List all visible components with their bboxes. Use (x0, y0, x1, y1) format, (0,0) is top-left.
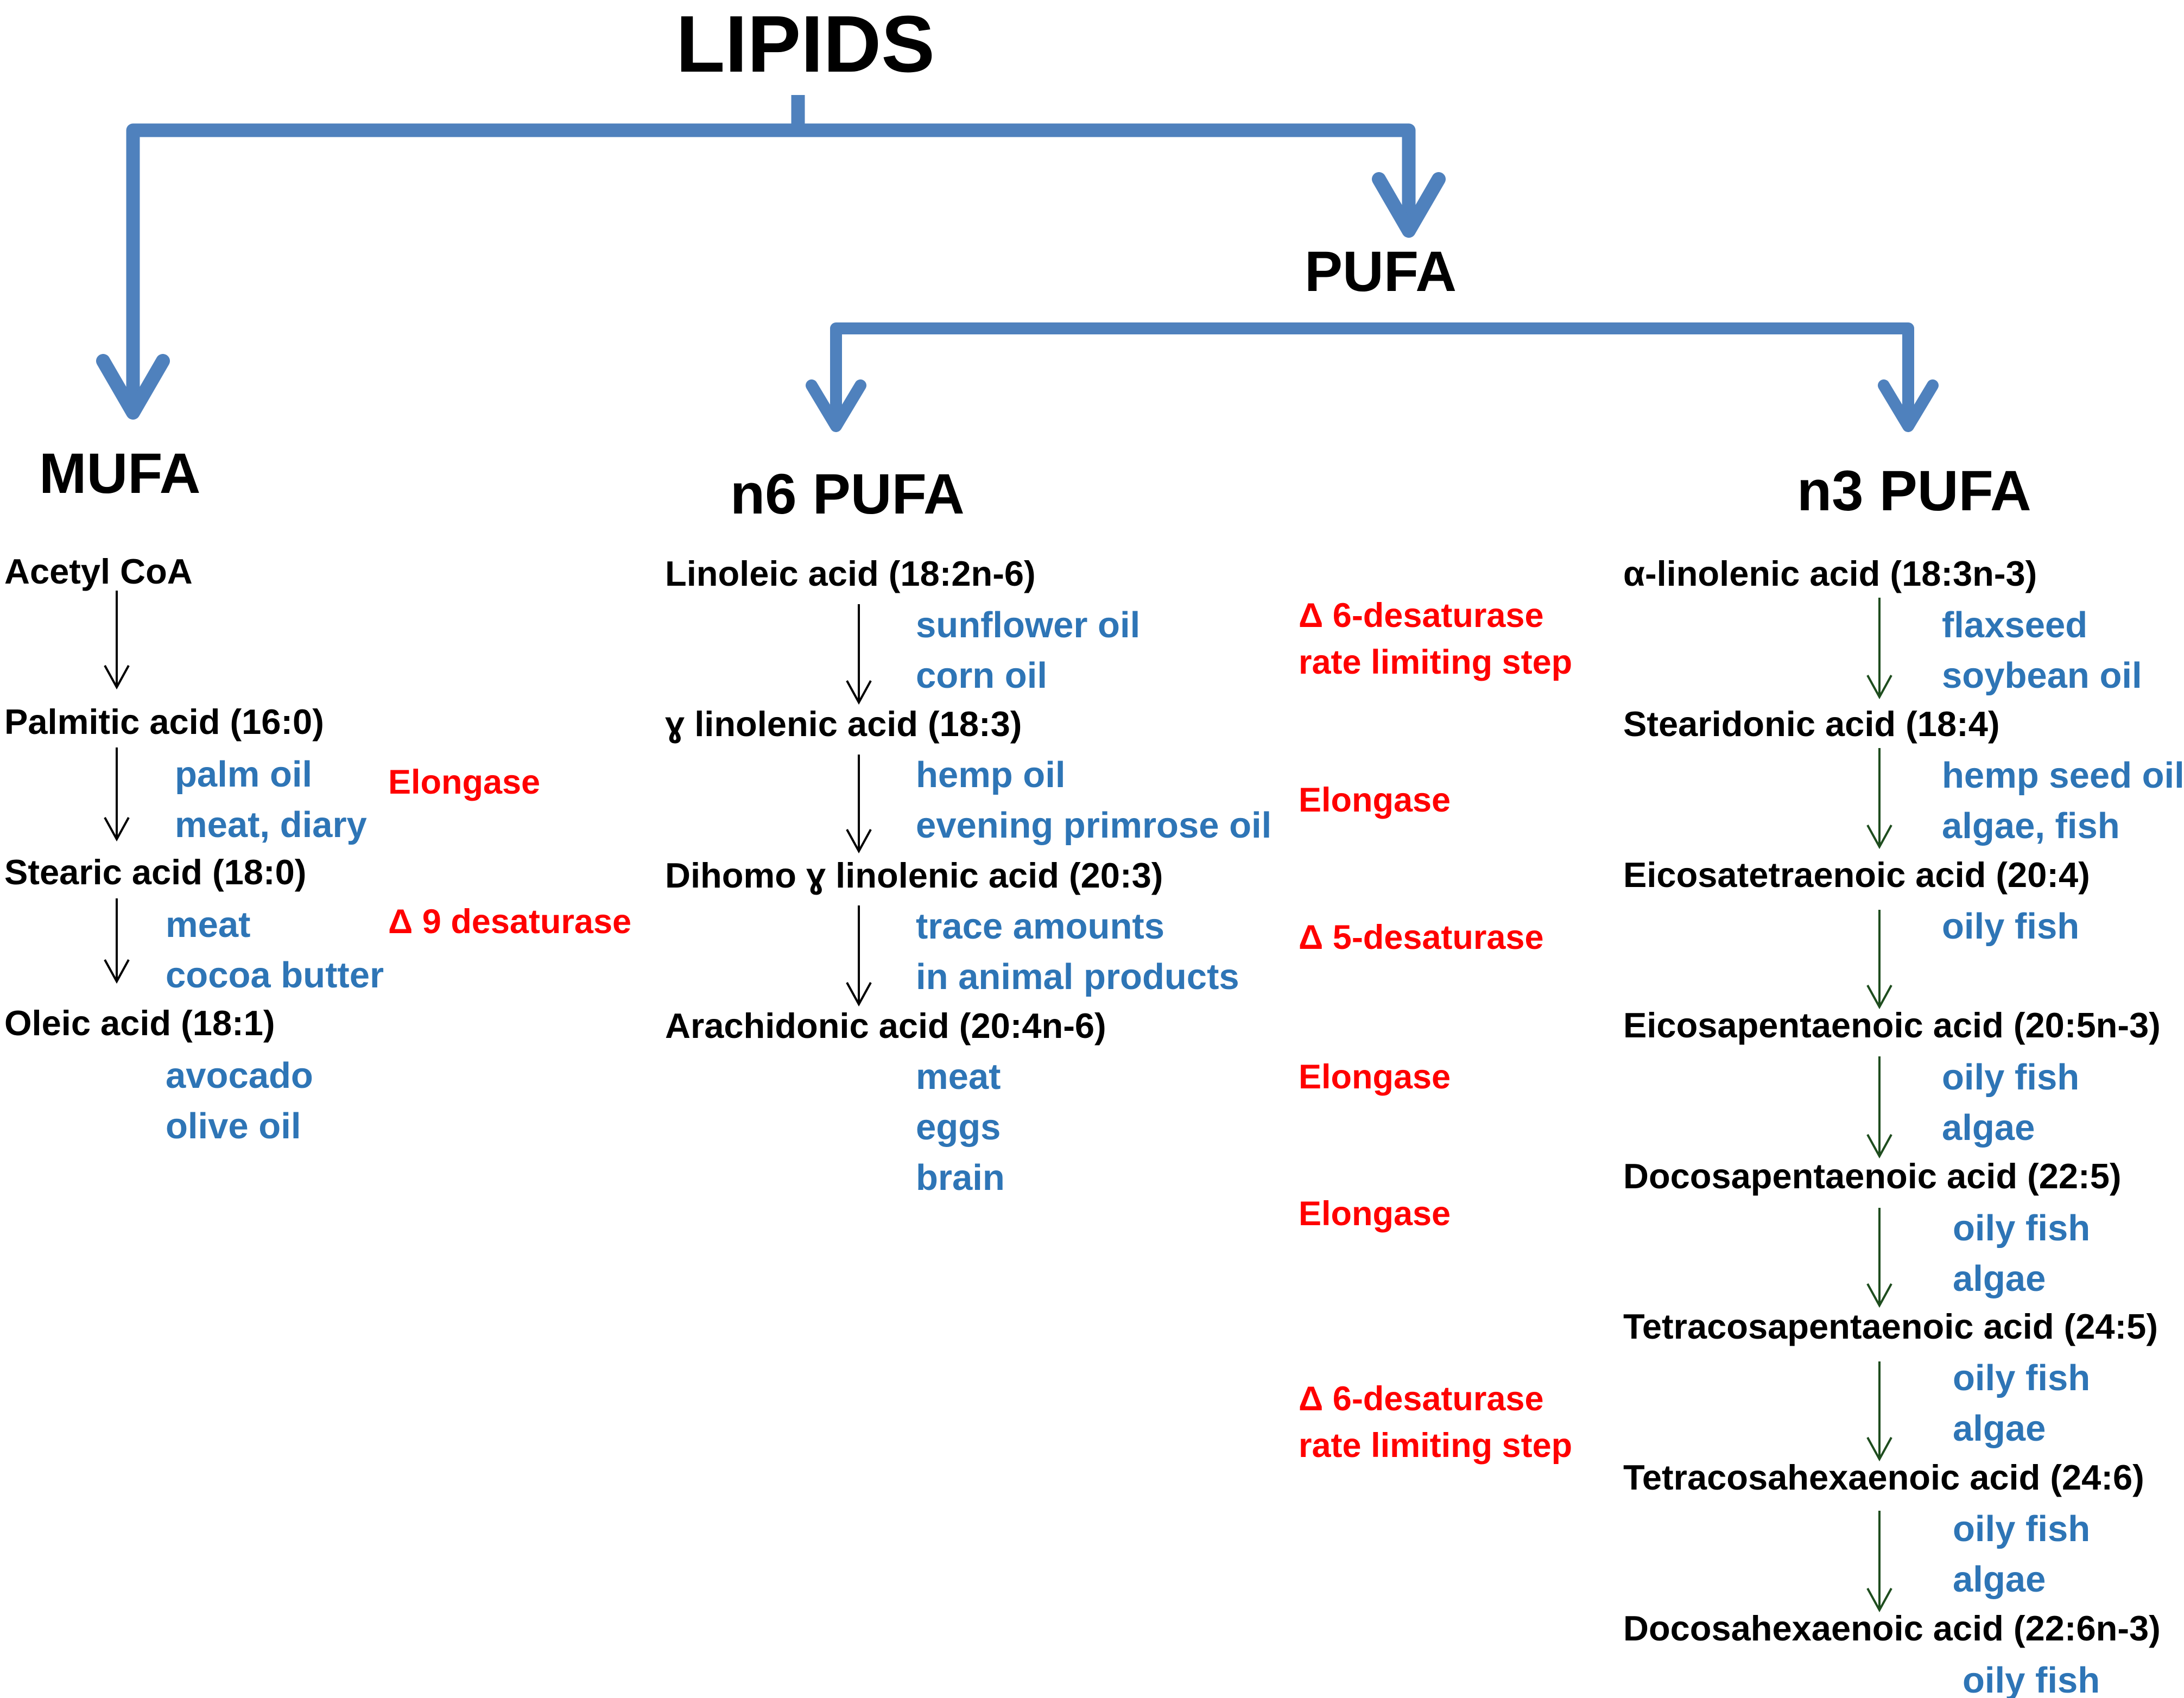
n3-food-source: algae (1953, 1559, 2046, 1600)
n3-acid-label: α-linolenic acid (18:3n-3) (1623, 554, 2037, 593)
n6-food-source: in animal products (916, 956, 1239, 997)
mufa-acid-label: Oleic acid (18:1) (4, 1003, 275, 1043)
n3-step-arrow-head (1866, 1588, 1892, 1613)
enzyme-label: rate limiting step (1299, 1427, 1573, 1465)
n3-food-source: flaxseed (1942, 605, 2088, 645)
pufa-heading: PUFA (1305, 240, 1457, 303)
n3-step-arrow-head (1866, 825, 1892, 850)
n6-food-source: hemp oil (916, 755, 1066, 795)
n6-food-source: evening primrose oil (916, 805, 1272, 846)
mufa-enzyme-label: Elongase (388, 763, 541, 801)
n6-step-arrow-head (846, 829, 872, 854)
n3-food-source: oily fish (1953, 1509, 2091, 1549)
n6-food-source: brain (916, 1157, 1005, 1198)
n3-step-arrow-head (1866, 1283, 1892, 1308)
enzyme-label: Elongase (1299, 781, 1451, 819)
mufa-acid-label: Stearic acid (18:0) (4, 852, 307, 892)
n3-food-source: algae (1942, 1107, 2035, 1148)
n3-pufa-heading: n3 PUFA (1797, 459, 2031, 523)
enzyme-label: Δ 6-desaturase (1299, 597, 1544, 635)
mufa-food-source: meat (166, 904, 251, 945)
n3-food-source: algae, fish (1942, 806, 2120, 846)
n3-step-arrow-head (1866, 1437, 1892, 1462)
n6-food-source: eggs (916, 1107, 1001, 1148)
n3-food-source: algae (1953, 1258, 2046, 1299)
n6-pufa-heading: n6 PUFA (730, 462, 965, 526)
enzyme-label: rate limiting step (1299, 643, 1573, 681)
mufa-food-source: cocoa butter (166, 955, 384, 996)
n3-food-source: oily fish (1953, 1208, 2091, 1249)
pufa-arrow-head (1372, 172, 1446, 238)
n6-food-source: corn oil (916, 655, 1047, 696)
n3-food-source: oily fish (1953, 1358, 2091, 1398)
mufa-heading: MUFA (39, 442, 201, 505)
mufa-food-source: palm oil (175, 754, 313, 795)
n3-acid-label: Tetracosapentaenoic acid (24:5) (1623, 1307, 2158, 1346)
n6-acid-label: Arachidonic acid (20:4n-6) (665, 1006, 1106, 1046)
n6-acid-label: Dihomo ɣ linolenic acid (20:3) (665, 856, 1163, 895)
n3-acid-label: Tetracosahexaenoic acid (24:6) (1623, 1458, 2144, 1497)
mufa-food-source: meat, diary (175, 804, 367, 845)
n3-step-arrow-head (1866, 985, 1892, 1010)
n3-acid-label: Eicosatetraenoic acid (20:4) (1623, 855, 2090, 895)
n3-step-arrow-head (1866, 675, 1892, 700)
n3-food-source: oily fish (1963, 1660, 2100, 1698)
pufa-branch-connector (830, 322, 1914, 418)
lipids-branch-connector (126, 123, 1416, 413)
n6-food-source: sunflower oil (916, 605, 1141, 645)
mufa-step-arrow-head (104, 959, 130, 984)
mufa-step-arrow-head (104, 817, 130, 842)
n3-step-arrow-head (1866, 1134, 1892, 1159)
mufa-step-arrow-head (104, 665, 130, 690)
enzyme-label: Elongase (1299, 1058, 1451, 1096)
n3-acid-label: Docosapentaenoic acid (22:5) (1623, 1156, 2122, 1196)
n3-food-source: algae (1953, 1408, 2046, 1449)
n3-acid-label: Docosahexaenoic acid (22:6n-3) (1623, 1608, 2161, 1648)
n6-step-arrow-head (846, 982, 872, 1007)
n3-food-source: oily fish (1942, 1057, 2080, 1098)
mufa-enzyme-label: Δ 9 desaturase (388, 903, 632, 941)
n3-food-source: hemp seed oil (1942, 755, 2184, 796)
n6-acid-label: ɣ linolenic acid (18:3) (665, 704, 1022, 744)
n3-acid-label: Stearidonic acid (18:4) (1623, 704, 2000, 744)
mufa-arrow-head (96, 354, 170, 420)
n6-acid-label: Linoleic acid (18:2n-6) (665, 554, 1036, 593)
n6-arrow-head (806, 379, 866, 432)
n6-step-arrow-head (846, 680, 872, 705)
n6-food-source: meat (916, 1056, 1001, 1097)
mufa-food-source: avocado (166, 1055, 313, 1096)
diagram-title: LIPIDS (676, 0, 935, 89)
n3-arrow-head (1878, 379, 1939, 432)
n3-acid-label: Eicosapentaenoic acid (20:5n-3) (1623, 1005, 2161, 1045)
n3-food-source: soybean oil (1942, 655, 2142, 696)
n6-food-source: trace amounts (916, 906, 1164, 947)
n3-food-source: oily fish (1942, 906, 2080, 947)
enzyme-label: Δ 6-desaturase (1299, 1380, 1544, 1418)
enzyme-label: Elongase (1299, 1195, 1451, 1233)
mufa-acid-label: Palmitic acid (16:0) (4, 702, 324, 742)
mufa-food-source: olive oil (166, 1106, 301, 1146)
mufa-acid-label: Acetyl CoA (4, 552, 193, 591)
enzyme-label: Δ 5-desaturase (1299, 918, 1544, 956)
